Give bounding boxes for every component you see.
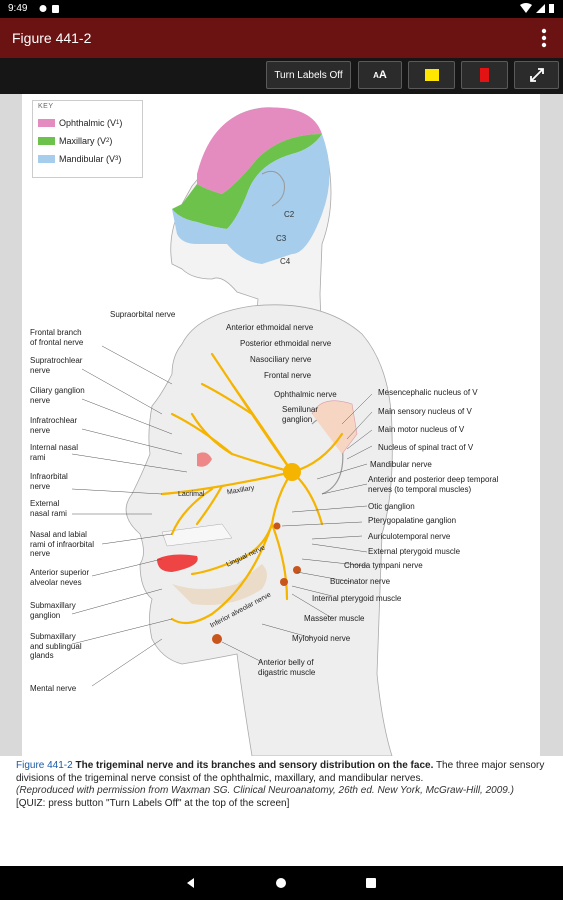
- label-chorda-tympani: Chorda tympani nerve: [344, 561, 423, 570]
- label-infratrochlear: Infratrochlear nerve: [30, 416, 78, 435]
- label-posterior-ethmoidal: Posterior ethmoidal nerve: [240, 339, 332, 348]
- c3-label: C3: [276, 234, 287, 243]
- status-time: 9:49: [8, 3, 28, 14]
- key-swatch: [38, 155, 55, 163]
- key-item-label: Mandibular: [59, 154, 104, 164]
- label-semilunar-ganglion: Semilunar ganglion: [282, 405, 319, 424]
- label-mandibular-nerve: Mandibular nerve: [370, 460, 432, 469]
- more-options-icon[interactable]: [539, 27, 549, 49]
- app-bar: Figure 441-2: [0, 18, 563, 58]
- label-buccinator: Buccinator nerve: [330, 577, 391, 586]
- caption-quiz: [QUIZ: press button "Turn Labels Off" at…: [16, 797, 290, 809]
- battery-icon: [549, 4, 554, 13]
- label-ophthalmic-nerve: Ophthalmic nerve: [274, 390, 337, 399]
- label-supratrochlear: Supratrochlear nerve: [30, 356, 83, 375]
- key-item-label: Ophthalmic: [59, 118, 105, 128]
- key-title: KEY: [38, 103, 54, 110]
- figure-caption: Figure 441-2 The trigeminal nerve and it…: [0, 756, 563, 866]
- caption-text: The three major sensory divisions of the…: [16, 760, 545, 784]
- label-external-pterygoid: External pterygoid muscle: [368, 547, 461, 556]
- label-anterior-superior-alveolar: Anterior superior alveolar neves: [30, 568, 90, 587]
- label-digastric: Anterior belly of digastric muscle: [258, 658, 316, 677]
- nerve-branches: [160, 352, 344, 625]
- label-infraorbital: Infraorbital nerve: [30, 472, 68, 491]
- red-marker-icon: [480, 68, 489, 82]
- label-masseter: Masseter muscle: [304, 614, 365, 623]
- status-system-icons: [519, 2, 555, 18]
- label-internal-nasal-rami: Internal nasal rami: [30, 443, 79, 462]
- label-mylohyoid: Mylohyoid nerve: [292, 634, 351, 643]
- expand-icon: [529, 68, 544, 82]
- label-main-sensory-nucleus: Main sensory nucleus of V: [378, 407, 472, 416]
- home-icon[interactable]: [276, 878, 286, 888]
- caption-credit: (Reproduced with permission from Waxman …: [16, 785, 514, 796]
- key-item-sub: 1: [116, 120, 120, 126]
- label-external-nasal-rami: External nasal rami: [30, 499, 67, 518]
- caption-figure-label: Figure 441-2: [16, 760, 73, 771]
- c4-label: C4: [280, 257, 291, 266]
- label-nasal-labial-rami: Nasal and labial rami of infraorbital ne…: [30, 530, 95, 558]
- yellow-marker-icon: [424, 69, 439, 81]
- caption-bold-title: The trigeminal nerve and its branches an…: [75, 760, 434, 771]
- label-lacrimal: Lacrimal: [178, 491, 205, 498]
- label-main-motor-nucleus: Main motor nucleus of V: [378, 425, 465, 434]
- label-nasociliary: Nasociliary nerve: [250, 355, 312, 364]
- label-anterior-ethmoidal: Anterior ethmoidal nerve: [226, 323, 314, 332]
- label-ciliary-ganglion: Ciliary ganglion nerve: [30, 386, 85, 405]
- expand-button[interactable]: [514, 61, 559, 89]
- label-submaxillary-glands: Submaxillary and sublingual glands: [30, 632, 82, 660]
- large-head: [125, 304, 393, 756]
- trigeminal-illustration: C2 C3 C4: [71, 107, 393, 756]
- label-internal-pterygoid: Internal pterygoid muscle: [312, 594, 402, 603]
- label-frontal-nerve: Frontal nerve: [264, 371, 312, 380]
- font-size-icon: AA: [373, 69, 387, 81]
- label-mesencephalic-nucleus: Mesencephalic nucleus of V: [378, 388, 478, 397]
- cell-signal-icon: [536, 4, 545, 13]
- system-nav-bar: [0, 866, 563, 900]
- ganglia: [212, 463, 301, 644]
- figure-toolbar: Turn Labels Off AA: [0, 58, 563, 94]
- key-swatch: [38, 137, 55, 145]
- recents-icon[interactable]: [366, 878, 376, 888]
- label-deep-temporal-nerves: Anterior and posterior deep temporal ner…: [368, 475, 499, 494]
- key-item-label: Maxillary: [59, 136, 95, 146]
- turn-labels-off-button[interactable]: Turn Labels Off: [266, 61, 351, 89]
- red-highlight-button[interactable]: [461, 61, 508, 89]
- key-swatch: [38, 119, 55, 127]
- back-icon[interactable]: [187, 878, 194, 888]
- yellow-highlight-button[interactable]: [408, 61, 455, 89]
- label-auriculotemporal: Auriculotemporal nerve: [368, 532, 451, 541]
- label-mental-nerve: Mental nerve: [30, 684, 77, 693]
- label-submaxillary-ganglion: Submaxillary ganglion: [30, 601, 76, 620]
- c2-label: C2: [284, 210, 295, 219]
- label-supraorbital-nerve: Supraorbital nerve: [110, 310, 176, 319]
- page-title: Figure 441-2: [12, 30, 92, 46]
- figure-image[interactable]: C2 C3 C4: [22, 94, 540, 756]
- status-bar: 9:49: [0, 0, 563, 18]
- label-otic-ganglion: Otic ganglion: [368, 502, 415, 511]
- label-nucleus-spinal-tract: Nucleus of spinal tract of V: [378, 443, 474, 452]
- status-notification-icons: [38, 3, 68, 17]
- settings-icon: [39, 5, 47, 12]
- key-item-sub: 3: [115, 156, 119, 162]
- sd-card-icon: [52, 5, 59, 13]
- key-item-sub: 2: [106, 138, 110, 144]
- font-size-button[interactable]: AA: [358, 61, 402, 89]
- label-frontal-branch: Frontal branch of frontal nerve: [30, 328, 84, 347]
- label-leader-lines: [71, 345, 373, 687]
- cervical-labels: C2 C3 C4: [276, 210, 295, 266]
- label-pterygopalatine-ganglion: Pterygopalatine ganglion: [368, 516, 457, 525]
- wifi-icon: [520, 3, 532, 13]
- turn-labels-off-label: Turn Labels Off: [274, 69, 343, 81]
